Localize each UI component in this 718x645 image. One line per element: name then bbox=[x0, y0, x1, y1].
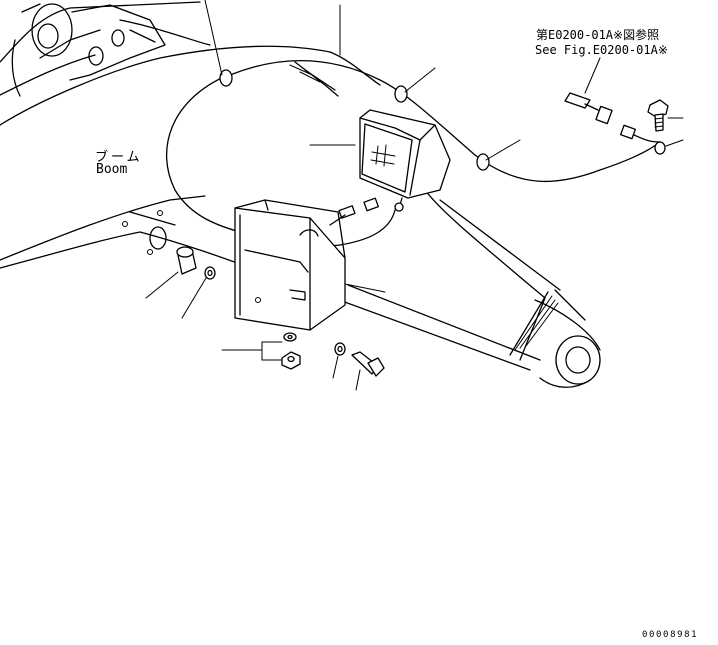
boom-label-english: Boom bbox=[96, 162, 128, 177]
washer-right bbox=[334, 342, 346, 356]
lamp-bracket bbox=[234, 199, 346, 331]
bolt-lower bbox=[351, 351, 385, 377]
work-lamp bbox=[359, 109, 451, 212]
drawing-number: 00008981 bbox=[642, 630, 699, 640]
wiring-harness bbox=[166, 59, 661, 233]
boom-pivot-bracket bbox=[11, 3, 166, 97]
spacer-collar bbox=[176, 246, 197, 275]
arm-lower-member bbox=[0, 189, 601, 388]
nut bbox=[281, 351, 301, 370]
relay-harness bbox=[564, 92, 666, 155]
boom-label-japanese: ブーム bbox=[95, 150, 143, 165]
reference-label-japanese: 第E0200-01A※図参照 bbox=[536, 28, 660, 42]
leader-lines bbox=[145, 0, 684, 391]
reference-label-english: See Fig.E0200-01A※ bbox=[535, 43, 668, 57]
washer-bottom bbox=[283, 332, 297, 342]
washer-left bbox=[204, 266, 216, 280]
boom-upper-arm bbox=[0, 1, 381, 126]
bolt-upper-right bbox=[647, 99, 669, 132]
